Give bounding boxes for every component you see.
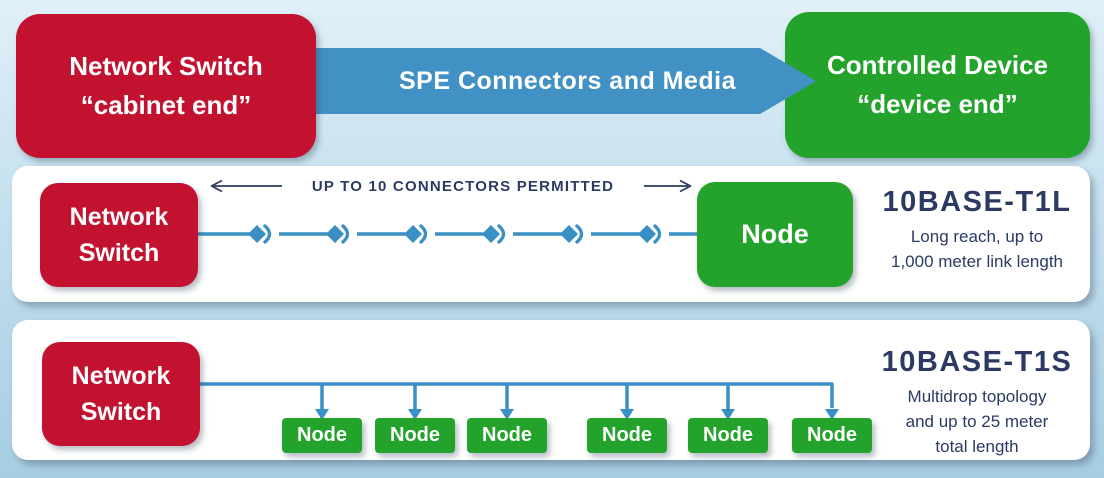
t1l-title: 10BASE-T1L: [882, 186, 1072, 218]
t1s-node-label: Node: [482, 424, 532, 446]
t1s-desc-line2: and up to 25 meter: [905, 412, 1049, 431]
t1s-multidrop-bus-graphic: [198, 382, 839, 420]
t1s-node-label: Node: [390, 424, 440, 446]
header-controlled-device-box: Controlled Device “device end”: [785, 12, 1090, 158]
t1l-connector-annotation: UP TO 10 CONNECTORS PERMITTED: [208, 175, 694, 197]
drop-line-icon: [315, 384, 329, 420]
t1l-network-switch-box: Network Switch: [40, 183, 198, 287]
t1l-node-box: Node: [697, 182, 853, 287]
t1l-desc-line2: 1,000 meter link length: [891, 252, 1063, 271]
connector-diamond-icon: [638, 224, 669, 244]
drop-line-icon: [500, 384, 514, 420]
header-device-line2: “device end”: [857, 89, 1018, 119]
t1s-switch-line1: Network: [71, 362, 171, 390]
t1l-switch-line1: Network: [69, 203, 169, 231]
spe-media-arrow-label: SPE Connectors and Media: [398, 66, 737, 95]
t1s-node-box: Node: [375, 418, 455, 453]
t1s-node-box: Node: [467, 418, 547, 453]
t1s-node-box: Node: [587, 418, 667, 453]
t1l-annotation-label: UP TO 10 CONNECTORS PERMITTED: [311, 177, 615, 195]
t1l-link-graphic: [196, 224, 700, 244]
drop-line-icon: [825, 409, 839, 420]
connector-diamond-icon: [482, 224, 513, 244]
drop-line-icon: [408, 384, 422, 420]
t1s-node-label: Node: [297, 424, 347, 446]
drop-line-icon: [721, 384, 735, 420]
t1s-desc-line1: Multidrop topology: [907, 387, 1047, 406]
t1s-title: 10BASE-T1S: [881, 346, 1073, 378]
t1s-switch-line2: Switch: [80, 398, 162, 426]
connector-diamond-icon: [326, 224, 357, 244]
header-device-line1: Controlled Device: [826, 50, 1049, 80]
header-network-switch-box: Network Switch “cabinet end”: [16, 14, 316, 158]
t1s-desc-line3: total length: [935, 437, 1019, 456]
t1s-node-box: Node: [688, 418, 768, 453]
t1l-spec-block: 10BASE-T1L Long reach, up to 1,000 meter…: [870, 186, 1084, 274]
header-switch-line1: Network Switch: [69, 51, 263, 81]
t1s-spec-block: 10BASE-T1S Multidrop topology and up to …: [870, 346, 1084, 459]
left-arrow-icon: [210, 179, 282, 193]
connector-diamond-icon: [560, 224, 591, 244]
t1l-switch-line2: Switch: [78, 239, 160, 267]
t1s-node-label: Node: [703, 424, 753, 446]
t1l-node-label: Node: [741, 219, 809, 249]
header-switch-line2: “cabinet end”: [80, 90, 252, 120]
t1l-description: Long reach, up to 1,000 meter link lengt…: [870, 224, 1084, 274]
t1s-network-switch-box: Network Switch: [42, 342, 200, 446]
right-arrow-icon: [643, 179, 692, 193]
spe-media-arrow-head-icon: [760, 48, 816, 114]
connector-diamond-icon: [404, 224, 435, 244]
t1s-node-box: Node: [282, 418, 362, 453]
connector-diamond-icon: [248, 224, 279, 244]
t1s-node-label: Node: [807, 424, 857, 446]
t1l-panel: UP TO 10 CONNECTORS PERMITTED: [12, 166, 1090, 302]
t1l-desc-line1: Long reach, up to: [910, 227, 1044, 246]
drop-line-icon: [620, 384, 634, 420]
t1s-description: Multidrop topology and up to 25 meter to…: [870, 384, 1084, 459]
spe-media-arrow-band: SPE Connectors and Media: [305, 48, 760, 114]
t1s-node-label: Node: [602, 424, 652, 446]
t1s-node-box: Node: [792, 418, 872, 453]
t1s-panel: Network Switch Node Node Node Node Node …: [12, 320, 1090, 460]
